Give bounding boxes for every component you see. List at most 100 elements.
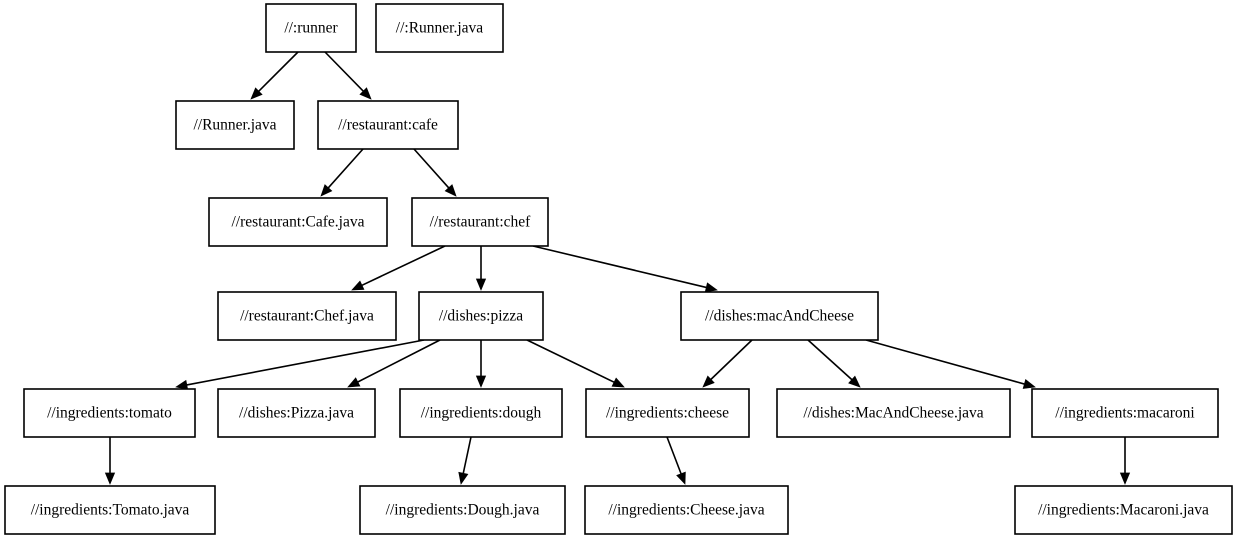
- graph-node-dishes_mac_java[interactable]: //dishes:MacAndCheese.java: [776, 388, 1011, 438]
- node-box[interactable]: [217, 388, 376, 438]
- node-label: //ingredients:Macaroni.java: [1038, 502, 1209, 519]
- graph-node-ing_tomato[interactable]: //ingredients:tomato: [23, 388, 196, 438]
- node-label: //Runner.java: [193, 117, 276, 134]
- node-box[interactable]: [208, 197, 388, 247]
- edge-line: [865, 339, 1025, 385]
- edge-line: [324, 51, 364, 92]
- node-label: //:Runner.java: [396, 20, 484, 37]
- graph-edge: [324, 51, 372, 100]
- node-box[interactable]: [680, 291, 879, 341]
- edge-line: [462, 436, 472, 474]
- edge-line: [357, 339, 441, 383]
- node-box[interactable]: [1031, 388, 1219, 438]
- node-label: //dishes:pizza: [439, 308, 523, 325]
- node-box[interactable]: [418, 291, 544, 341]
- graph-edge: [250, 51, 299, 100]
- graph-edge: [526, 339, 625, 388]
- arrowhead-icon: [347, 377, 361, 388]
- edge-line: [258, 51, 299, 92]
- graph-node-restaurant_chef_java[interactable]: //restaurant:Chef.java: [217, 291, 397, 341]
- edge-line: [186, 339, 425, 386]
- node-label: //dishes:Pizza.java: [239, 405, 354, 422]
- arrowhead-icon: [250, 87, 263, 100]
- arrowhead-icon: [351, 280, 365, 291]
- graph-node-ing_cheese[interactable]: //ingredients:cheese: [585, 388, 750, 438]
- graph-node-runner_java[interactable]: //Runner.java: [175, 100, 295, 150]
- node-label: //dishes:MacAndCheese.java: [803, 405, 983, 422]
- graph-edge: [807, 339, 861, 388]
- edge-line: [807, 339, 853, 381]
- graph-node-ing_tomato_java[interactable]: //ingredients:Tomato.java: [4, 485, 216, 535]
- graph-edge: [702, 339, 753, 388]
- graph-node-restaurant_cafe[interactable]: //restaurant:cafe: [317, 100, 459, 150]
- node-label: //ingredients:dough: [421, 405, 542, 422]
- node-box[interactable]: [317, 100, 459, 150]
- arrowhead-icon: [611, 377, 625, 388]
- graph-node-ing_macaroni[interactable]: //ingredients:macaroni: [1031, 388, 1219, 438]
- edge-line: [361, 245, 446, 287]
- graph-node-dishes_pizza[interactable]: //dishes:pizza: [418, 291, 544, 341]
- node-label: //restaurant:cafe: [338, 117, 438, 134]
- graph-edge: [413, 148, 457, 197]
- node-layer: //:runner //:Runner.java //Runner.java //re…: [4, 3, 1233, 535]
- node-box[interactable]: [375, 3, 504, 53]
- graph-node-ing_dough[interactable]: //ingredients:dough: [399, 388, 563, 438]
- node-box[interactable]: [23, 388, 196, 438]
- node-label: //ingredients:macaroni: [1055, 405, 1195, 422]
- edge-layer: [104, 51, 1131, 485]
- arrowhead-icon: [475, 278, 487, 291]
- node-box[interactable]: [265, 3, 357, 53]
- edge-line: [327, 148, 364, 189]
- graph-node-ing_dough_java[interactable]: //ingredients:Dough.java: [359, 485, 566, 535]
- node-label: //:runner: [284, 20, 338, 37]
- arrowhead-icon: [175, 379, 189, 390]
- arrowhead-icon: [320, 184, 333, 197]
- arrowhead-icon: [848, 375, 861, 388]
- graph-edge: [532, 245, 718, 293]
- node-label: //ingredients:tomato: [47, 405, 172, 422]
- graph-edge: [104, 437, 116, 485]
- node-box[interactable]: [585, 388, 750, 438]
- node-label: //ingredients:Dough.java: [386, 502, 540, 519]
- graph-node-dishes_pizza_java[interactable]: //dishes:Pizza.java: [217, 388, 376, 438]
- node-label: //ingredients:cheese: [606, 405, 729, 422]
- graph-edge: [475, 246, 487, 291]
- edge-line: [526, 339, 615, 383]
- arrowhead-icon: [359, 87, 372, 100]
- node-box[interactable]: [175, 100, 295, 150]
- graph-node-restaurant_cafe_java[interactable]: //restaurant:Cafe.java: [208, 197, 388, 247]
- arrowhead-icon: [444, 184, 457, 197]
- arrowhead-icon: [458, 471, 469, 485]
- arrowhead-icon: [704, 282, 718, 293]
- node-box[interactable]: [399, 388, 563, 438]
- graph-edge: [351, 245, 446, 291]
- node-box[interactable]: [217, 291, 397, 341]
- node-box[interactable]: [1014, 485, 1233, 535]
- arrowhead-icon: [702, 375, 715, 388]
- edge-line: [532, 245, 707, 289]
- node-box[interactable]: [411, 197, 549, 247]
- edge-line: [666, 436, 682, 475]
- node-box[interactable]: [584, 485, 789, 535]
- graph-node-runner_java_root[interactable]: //:Runner.java: [375, 3, 504, 53]
- graph-node-ing_macaroni_java[interactable]: //ingredients:Macaroni.java: [1014, 485, 1233, 535]
- node-box[interactable]: [776, 388, 1011, 438]
- node-label: //restaurant:Cafe.java: [232, 214, 365, 231]
- arrowhead-icon: [1022, 379, 1036, 389]
- node-box[interactable]: [359, 485, 566, 535]
- graph-node-dishes_mac[interactable]: //dishes:macAndCheese: [680, 291, 879, 341]
- arrowhead-icon: [475, 375, 487, 388]
- graph-node-ing_cheese_java[interactable]: //ingredients:Cheese.java: [584, 485, 789, 535]
- node-label: //dishes:macAndCheese: [705, 308, 854, 325]
- graph-node-restaurant_chef[interactable]: //restaurant:chef: [411, 197, 549, 247]
- graph-edge: [865, 339, 1036, 389]
- node-label: //ingredients:Tomato.java: [31, 502, 190, 519]
- graph-node-runner[interactable]: //:runner: [265, 3, 357, 53]
- node-box[interactable]: [4, 485, 216, 535]
- edge-line: [413, 148, 450, 189]
- graph-edge: [458, 436, 472, 485]
- edge-line: [710, 339, 753, 380]
- arrowhead-icon: [676, 471, 686, 485]
